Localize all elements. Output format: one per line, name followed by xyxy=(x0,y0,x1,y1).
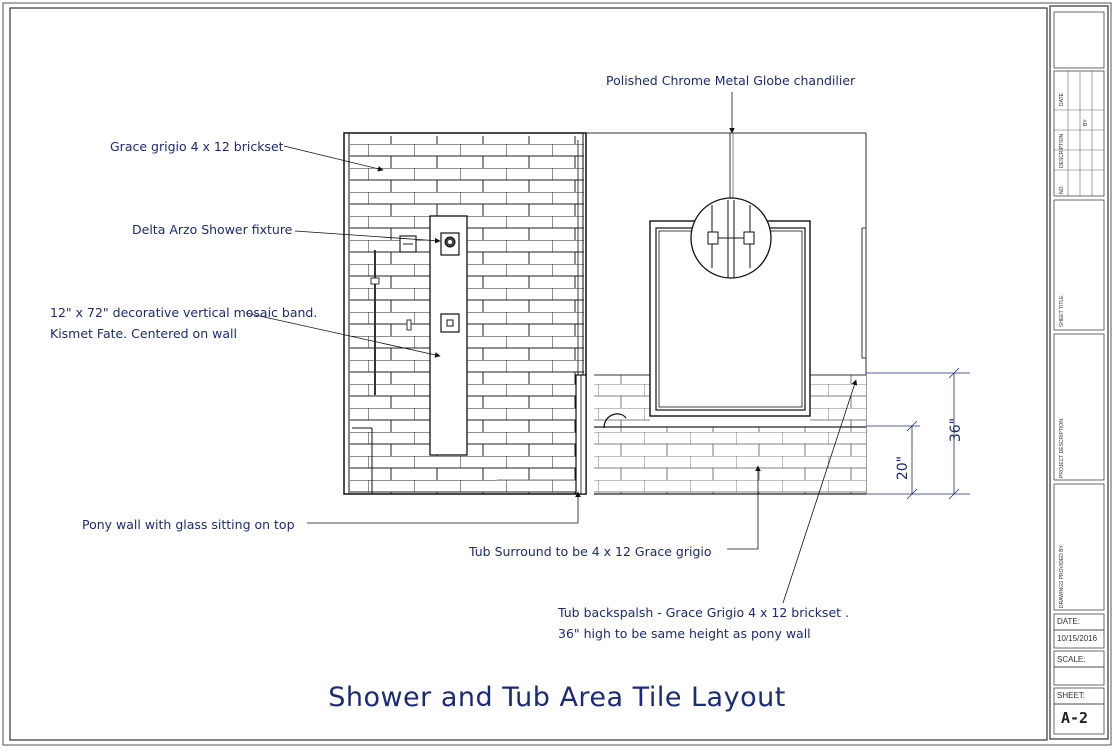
date-label: DATE: xyxy=(1057,617,1080,626)
inner-border xyxy=(9,7,1048,741)
dimension-20-label: 20" xyxy=(895,455,911,481)
backsplash-left xyxy=(594,375,650,427)
drawings-provided-label: DRAWINGS PROVIDED BY: xyxy=(1059,544,1065,608)
tub-faucet xyxy=(603,413,627,429)
callout-chandelier: Polished Chrome Metal Globe chandilier xyxy=(606,73,856,88)
rev-header-no: NO. xyxy=(1059,185,1065,194)
callout-pony-wall: Pony wall with glass sitting on top xyxy=(82,517,295,532)
shower-outline xyxy=(343,132,587,495)
mosaic-band xyxy=(429,215,468,456)
title-block xyxy=(1049,5,1109,740)
callout-shower-fixture: Delta Arzo Shower fixture xyxy=(132,222,293,237)
dimension-lines xyxy=(866,367,970,500)
rev-header-description: DESCRIPTION xyxy=(1059,133,1065,168)
leaders xyxy=(245,92,858,604)
tub-area xyxy=(575,132,867,495)
tub-surround-field xyxy=(594,427,866,494)
drawing-title: Shower and Tub Area Tile Layout xyxy=(328,682,786,713)
dimension-36-label: 36" xyxy=(948,417,964,443)
backsplash-right xyxy=(810,375,866,427)
callout-brickset: Grace grigio 4 x 12 brickset xyxy=(110,139,284,154)
callout-tub-surround: Tub Surround to be 4 x 12 Grace grigio xyxy=(469,544,712,559)
sheet-number: A-2 xyxy=(1061,709,1089,727)
sheet-label: SHEET: xyxy=(1057,691,1086,700)
shower-wall xyxy=(343,132,587,495)
callout-backsplash-line1: Tub backspalsh - Grace Grigio 4 x 12 bri… xyxy=(558,605,849,620)
project-description-label: PROJECT DESCRIPTION: xyxy=(1059,417,1065,478)
rev-header-by: BY xyxy=(1083,119,1089,126)
sheet-title-label: SHEET TITLE: xyxy=(1059,294,1065,327)
callout-mosaic-line1: 12" x 72" decorative vertical mosaic ban… xyxy=(50,305,318,320)
date-value: 10/15/2016 xyxy=(1057,634,1098,643)
callout-mosaic-line2: Kismet Fate. Centered on wall xyxy=(50,326,237,341)
rev-header-date: DATE xyxy=(1059,93,1065,106)
callout-backsplash-line2: 36" high to be same height as pony wall xyxy=(558,626,811,641)
scale-label: SCALE: xyxy=(1057,655,1086,664)
